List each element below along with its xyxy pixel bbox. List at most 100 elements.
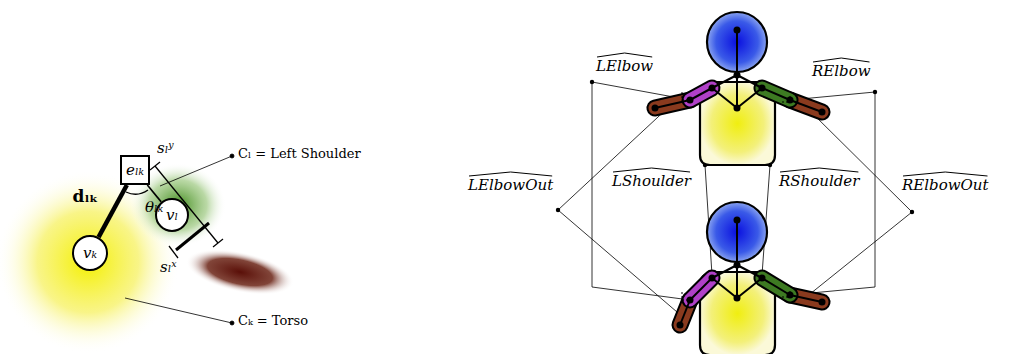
node-label: vₖ [83,246,97,261]
hat-accent [902,171,989,177]
skeleton-joint [734,295,741,302]
hat-stroke [780,168,858,172]
angle-mark [782,94,790,102]
hat-stroke [597,53,652,57]
limb [690,278,712,300]
skeleton-bone [737,265,762,278]
drawing-circle [590,80,594,84]
skeleton-bone [737,75,762,88]
displacement-vector [99,185,127,237]
angle-name: LElbow [596,57,653,75]
angle-name: RElbow [812,62,871,80]
skeleton-bone [790,295,822,302]
limb [762,88,790,100]
hat-accent [779,167,859,173]
skeleton-bone [737,278,762,298]
hat-accent [812,57,871,63]
limb-outline [762,88,790,100]
limb-outline [762,278,790,295]
leader-line [558,104,684,318]
angle-name: RShoulder [779,172,859,190]
leader-line [592,82,690,300]
hat-accent [468,171,553,177]
dimension-label: sₗʸ [157,139,174,157]
skeleton-bone [736,75,738,108]
hat-accent [612,167,691,173]
skeleton-bone [712,278,737,298]
skeleton-bone [680,300,690,325]
skeleton-bone [690,278,712,300]
hat-stroke [903,172,988,176]
dimension-tick [213,239,223,247]
skeleton-bone [712,75,737,88]
skeleton-bone [736,30,738,75]
drawing-circle [873,90,877,94]
leader-line [790,92,875,295]
skeleton-joint [734,217,741,224]
hat-stroke [469,172,552,176]
skeleton-bone [762,88,790,100]
limb-outline [690,88,712,100]
leader-line [805,106,912,298]
angle-mark [682,92,690,100]
skeleton-joint [734,105,741,112]
vector-label: 𝐝ₗₖ [73,186,99,206]
pose-figure [652,12,826,165]
leader-dot [230,321,234,325]
node-label: eₗₖ [126,163,144,178]
angle-name: LShoulder [612,172,691,190]
dimension-marks [126,162,223,258]
dimension-tick [150,162,160,170]
angle-name: LElbowOut [468,176,553,194]
hat-accent [596,52,653,58]
angle-mark [782,289,790,297]
skeleton-bone [737,88,762,108]
skeleton-joint [677,322,684,329]
dimension-tick [169,246,178,258]
angle-label: θₗₖ [145,198,163,216]
skeleton-bone [736,265,738,298]
angle-arc [126,190,148,194]
skeleton-joint [709,85,716,92]
leader-line [125,298,232,323]
angle-mark [682,292,690,300]
skeleton-bone [712,88,737,108]
leader-dots [556,80,914,214]
limb [690,88,712,100]
skeleton-bone [762,278,790,295]
skeleton-joint [759,275,766,282]
skeleton-joint [819,299,826,306]
skeleton-bone [790,100,822,112]
hat-stroke [813,58,870,62]
drawing-circle [910,210,914,214]
leader-dot [230,154,234,158]
dimension-line [155,166,218,243]
skeleton-joint [759,85,766,92]
skeleton-joint [709,275,716,282]
angle-name: RElbowOut [902,176,989,194]
skeleton-bone [712,265,737,278]
skeleton-joint [734,262,741,269]
skeleton-bone [655,100,690,108]
skeleton-bone [690,88,712,100]
node-label: vₗ [166,208,178,223]
skeleton-joint [734,27,741,34]
hat-stroke [613,168,690,172]
dimension-label: sₗˣ [160,258,177,276]
region-caption: Cₗ = Left Shoulder [238,146,361,162]
pose-figure [677,202,826,354]
drawing-circle [556,208,560,212]
limb [762,278,790,295]
limb-outline [690,278,712,300]
skeleton-joint [734,72,741,79]
arm-region [182,241,298,303]
vertex-circle: vₖ [72,235,108,271]
skeleton-joint [652,105,659,112]
region-caption: Cₖ = Torso [238,313,308,329]
edge-feature-box: eₗₖ [120,155,150,185]
skeleton-bone [736,220,738,265]
leader-line [160,156,232,186]
skeleton-joint [819,109,826,116]
